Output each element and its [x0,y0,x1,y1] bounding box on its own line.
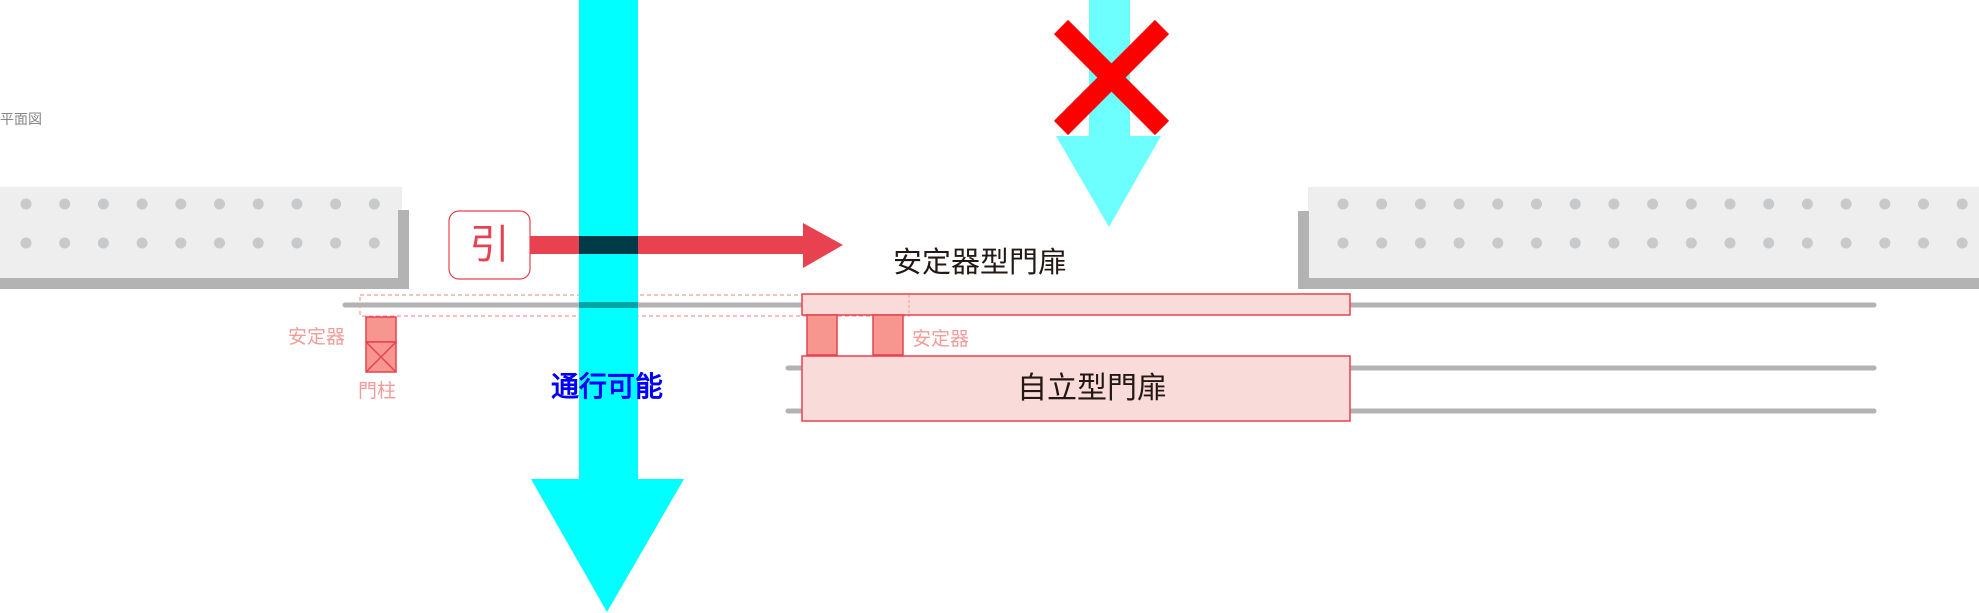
passable-overlap-rail [579,302,638,308]
wall-dot [97,237,109,249]
wall-dot [1569,237,1581,249]
right-wall-edge-side [1298,211,1309,289]
wall-dot [1453,198,1465,210]
gate-post [365,316,397,373]
pull-arrow-head [803,223,843,268]
wall-dot [1724,198,1736,210]
wall-dot [1840,237,1852,249]
wall-dot [1724,237,1736,249]
wall-dot [1531,237,1542,249]
wall-dot [1763,198,1775,210]
wall-dot [1492,198,1504,210]
wall-dot [368,237,380,249]
wall-dot [136,237,148,249]
wall-dot [1608,198,1620,210]
stabilizer-label-left: 安定器 [288,326,345,348]
wall-dot [252,237,264,249]
wall-dot [330,198,342,210]
blocked-arrow-head [1056,136,1161,227]
wall-dot [1685,237,1697,249]
wall-dot [1376,237,1388,249]
wall-dot [252,198,264,210]
wall-dot [59,198,71,210]
right-wall [1298,187,1979,289]
stabilizer-1 [806,314,838,356]
wall-dot [1531,198,1542,210]
wall-dot [136,198,148,210]
left-wall-edge-side [398,210,409,289]
wall-dot [175,237,187,249]
cross-icon [1053,19,1170,136]
post-stabilizer [365,316,397,343]
post-label: 門柱 [358,380,396,402]
wall-dot [330,237,342,249]
wall-dot [20,237,32,249]
wall-dot [214,237,225,249]
wall-dot [1918,198,1929,210]
wall-dot [1647,198,1659,210]
wall-dot [1414,198,1426,210]
wall-dot [1647,237,1659,249]
pull-arrow [529,223,843,268]
wall-dot [97,198,109,210]
wall-dot [368,198,380,210]
wall-dot [1763,237,1775,249]
wall-dot [1569,198,1581,210]
wall-dot [1608,237,1620,249]
left-wall-edge-bottom [0,278,409,289]
wall-dot [1956,198,1968,210]
wall-dot [1492,237,1504,249]
wall-dot [1337,198,1349,210]
stabilizer-gate-panel [801,293,1351,316]
right-wall-surface [1308,187,1979,288]
wall-dot [1376,198,1388,210]
wall-dot [214,198,225,210]
wall-dot [291,237,303,249]
wall-dot [175,198,187,210]
stabilizer-label-right: 安定器 [912,328,969,350]
right-wall-edge-bottom [1298,278,1979,289]
stabilizer-2 [872,314,904,356]
wall-dot [1918,237,1929,249]
wall-dot [291,198,303,210]
pull-arrow-shaft-overlap [579,236,638,254]
right-wall-dots [1337,198,1968,249]
wall-dot [1337,237,1349,249]
left-wall [0,187,409,289]
wall-dot [1453,237,1465,249]
passable-arrow-head [531,479,684,612]
wall-dot [1840,198,1852,210]
wall-dot [59,237,71,249]
passable-label: 通行可能 [551,370,663,403]
post-cross-2 [365,341,397,373]
wall-dot [1879,237,1891,249]
pull-badge [448,210,531,280]
pull-arrow-shaft [529,236,804,254]
wall-dot [1801,237,1813,249]
wall-dot [1801,198,1813,210]
stabilizer-gate-title: 安定器型門扉 [893,245,1067,279]
wall-dot [20,198,32,210]
freestanding-gate-panel [801,355,1351,422]
wall-dot [1956,237,1968,249]
wall-dot [1414,237,1426,249]
view-label: 平面図 [0,112,42,128]
wall-dot [1879,198,1891,210]
pull-badge-label: 引 [470,222,510,268]
wall-dot [1685,198,1697,210]
freestanding-gate-title: 自立型門扉 [1017,371,1167,406]
left-wall-dots [20,198,380,249]
